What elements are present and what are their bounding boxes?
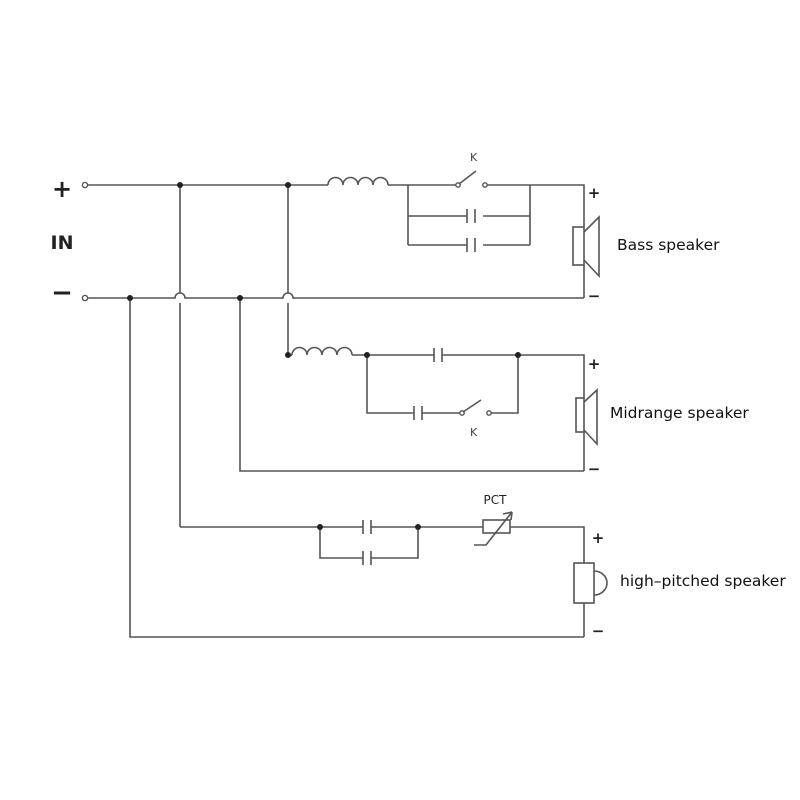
tweeter-capacitor-1 — [362, 520, 372, 534]
bass-cap-1 — [466, 209, 476, 223]
bass-minus: − — [588, 287, 601, 305]
midrange-return-wire — [239, 298, 584, 472]
junction-dot — [364, 352, 370, 358]
pct-label: PCT — [484, 493, 508, 507]
junction-dot — [127, 295, 133, 301]
input-label: IN — [51, 232, 74, 254]
pct-thermistor — [474, 511, 513, 546]
midrange-plus: + — [588, 355, 601, 373]
junction-dot — [285, 352, 291, 358]
midrange-speaker-magnet — [575, 397, 585, 433]
tweeter-return-wire — [129, 298, 584, 638]
bass-plus: + — [588, 184, 601, 202]
tweeter-minus: − — [592, 622, 605, 640]
midrange-inductor — [291, 346, 353, 356]
junction-dot — [317, 524, 323, 530]
midrange-speaker-label: Midrange speaker — [610, 404, 749, 422]
bass-switch — [455, 170, 488, 188]
bass-switch-label: K — [470, 151, 478, 164]
bass-wire-to-speaker — [487, 184, 585, 200]
midrange-branch: K — [288, 346, 585, 439]
negative-rail-wire — [88, 292, 584, 299]
bass-speaker: + − — [572, 184, 601, 305]
input-minus-terminal — [81, 294, 89, 302]
tweeter-speaker-dome — [593, 570, 608, 596]
midrange-speaker-cone — [583, 388, 598, 447]
midrange-capacitor — [433, 348, 443, 362]
tweeter-speaker-label: high–pitched speaker — [620, 572, 786, 590]
midrange-switch — [459, 399, 492, 416]
tweeter-branch: PCT — [180, 493, 585, 565]
midrange-speaker: + − — [575, 355, 601, 478]
junction-dot — [515, 352, 521, 358]
midrange-parallel-capacitor — [413, 406, 423, 420]
tweeter-capacitor-2 — [362, 551, 372, 565]
tweeter-plus: + — [592, 529, 605, 547]
positive-rail: K — [88, 151, 585, 252]
junction-dot — [237, 295, 243, 301]
input-terminals: + IN − — [51, 175, 74, 308]
bass-cap-2 — [466, 238, 476, 252]
junction-dots — [127, 182, 521, 530]
bass-speaker-cone — [583, 215, 600, 279]
midrange-minus: − — [588, 460, 601, 478]
input-plus-sign: + — [52, 175, 72, 203]
bass-speaker-label: Bass speaker — [617, 236, 720, 254]
bass-inductor — [327, 176, 389, 186]
midrange-series-wire — [352, 354, 585, 367]
negative-rail — [88, 292, 584, 299]
bass-cap-bank-rails — [407, 185, 531, 245]
bass-speaker-magnet — [572, 226, 585, 266]
junction-dot — [285, 182, 291, 188]
midrange-switch-label: K — [470, 426, 478, 439]
tweeter-speaker-body — [573, 562, 595, 604]
input-plus-terminal — [81, 181, 89, 189]
tweeter-speaker: + − — [573, 529, 608, 640]
input-minus-sign: − — [51, 278, 73, 308]
junction-dot — [415, 524, 421, 530]
junction-dot — [177, 182, 183, 188]
